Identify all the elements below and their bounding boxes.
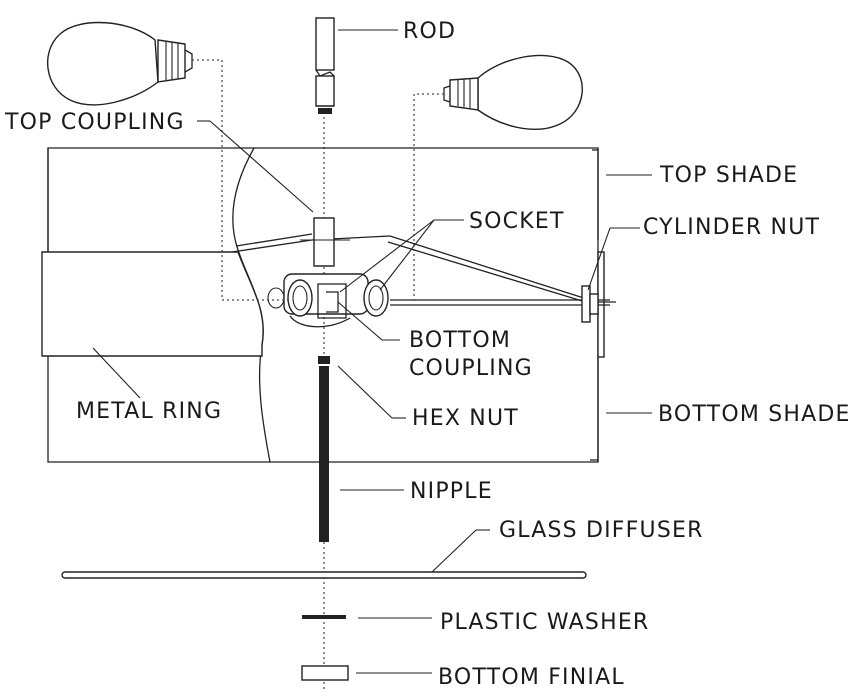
label-bottom-coupling-line1: BOTTOM	[409, 328, 511, 353]
metal-ring-part	[41, 251, 264, 357]
glass-diffuser-part	[61, 571, 587, 579]
rod-part	[315, 17, 335, 114]
label-bottom-finial: BOTTOM FINIAL	[438, 665, 625, 690]
label-top-shade: TOP SHADE	[659, 163, 798, 188]
label-hex-nut: HEX NUT	[412, 406, 519, 431]
label-rod: ROD	[403, 19, 456, 44]
label-plastic-washer: PLASTIC WASHER	[440, 610, 649, 635]
top-coupling-part	[300, 217, 350, 267]
plastic-washer-part	[302, 615, 346, 619]
bulb-right-icon	[390, 54, 583, 301]
nipple-part	[318, 356, 330, 542]
label-glass-diffuser: GLASS DIFFUSER	[499, 518, 704, 543]
bulb-left-icon	[46, 21, 290, 301]
label-bottom-coupling-line2: COUPLING	[409, 356, 533, 381]
bottom-shade-part	[590, 251, 605, 462]
socket-part	[267, 265, 389, 328]
leader-lines	[92, 29, 652, 674]
spider-frame	[231, 233, 610, 306]
cylinder-nut-part	[581, 285, 616, 323]
label-nipple: NIPPLE	[410, 479, 493, 504]
label-top-coupling: TOP COUPLING	[4, 110, 185, 135]
label-metal-ring: METAL RING	[76, 399, 222, 424]
label-cylinder-nut: CYLINDER NUT	[643, 215, 820, 240]
bottom-finial-part	[301, 665, 349, 681]
label-socket: SOCKET	[469, 209, 565, 234]
label-bottom-shade: BOTTOM SHADE	[658, 402, 851, 427]
